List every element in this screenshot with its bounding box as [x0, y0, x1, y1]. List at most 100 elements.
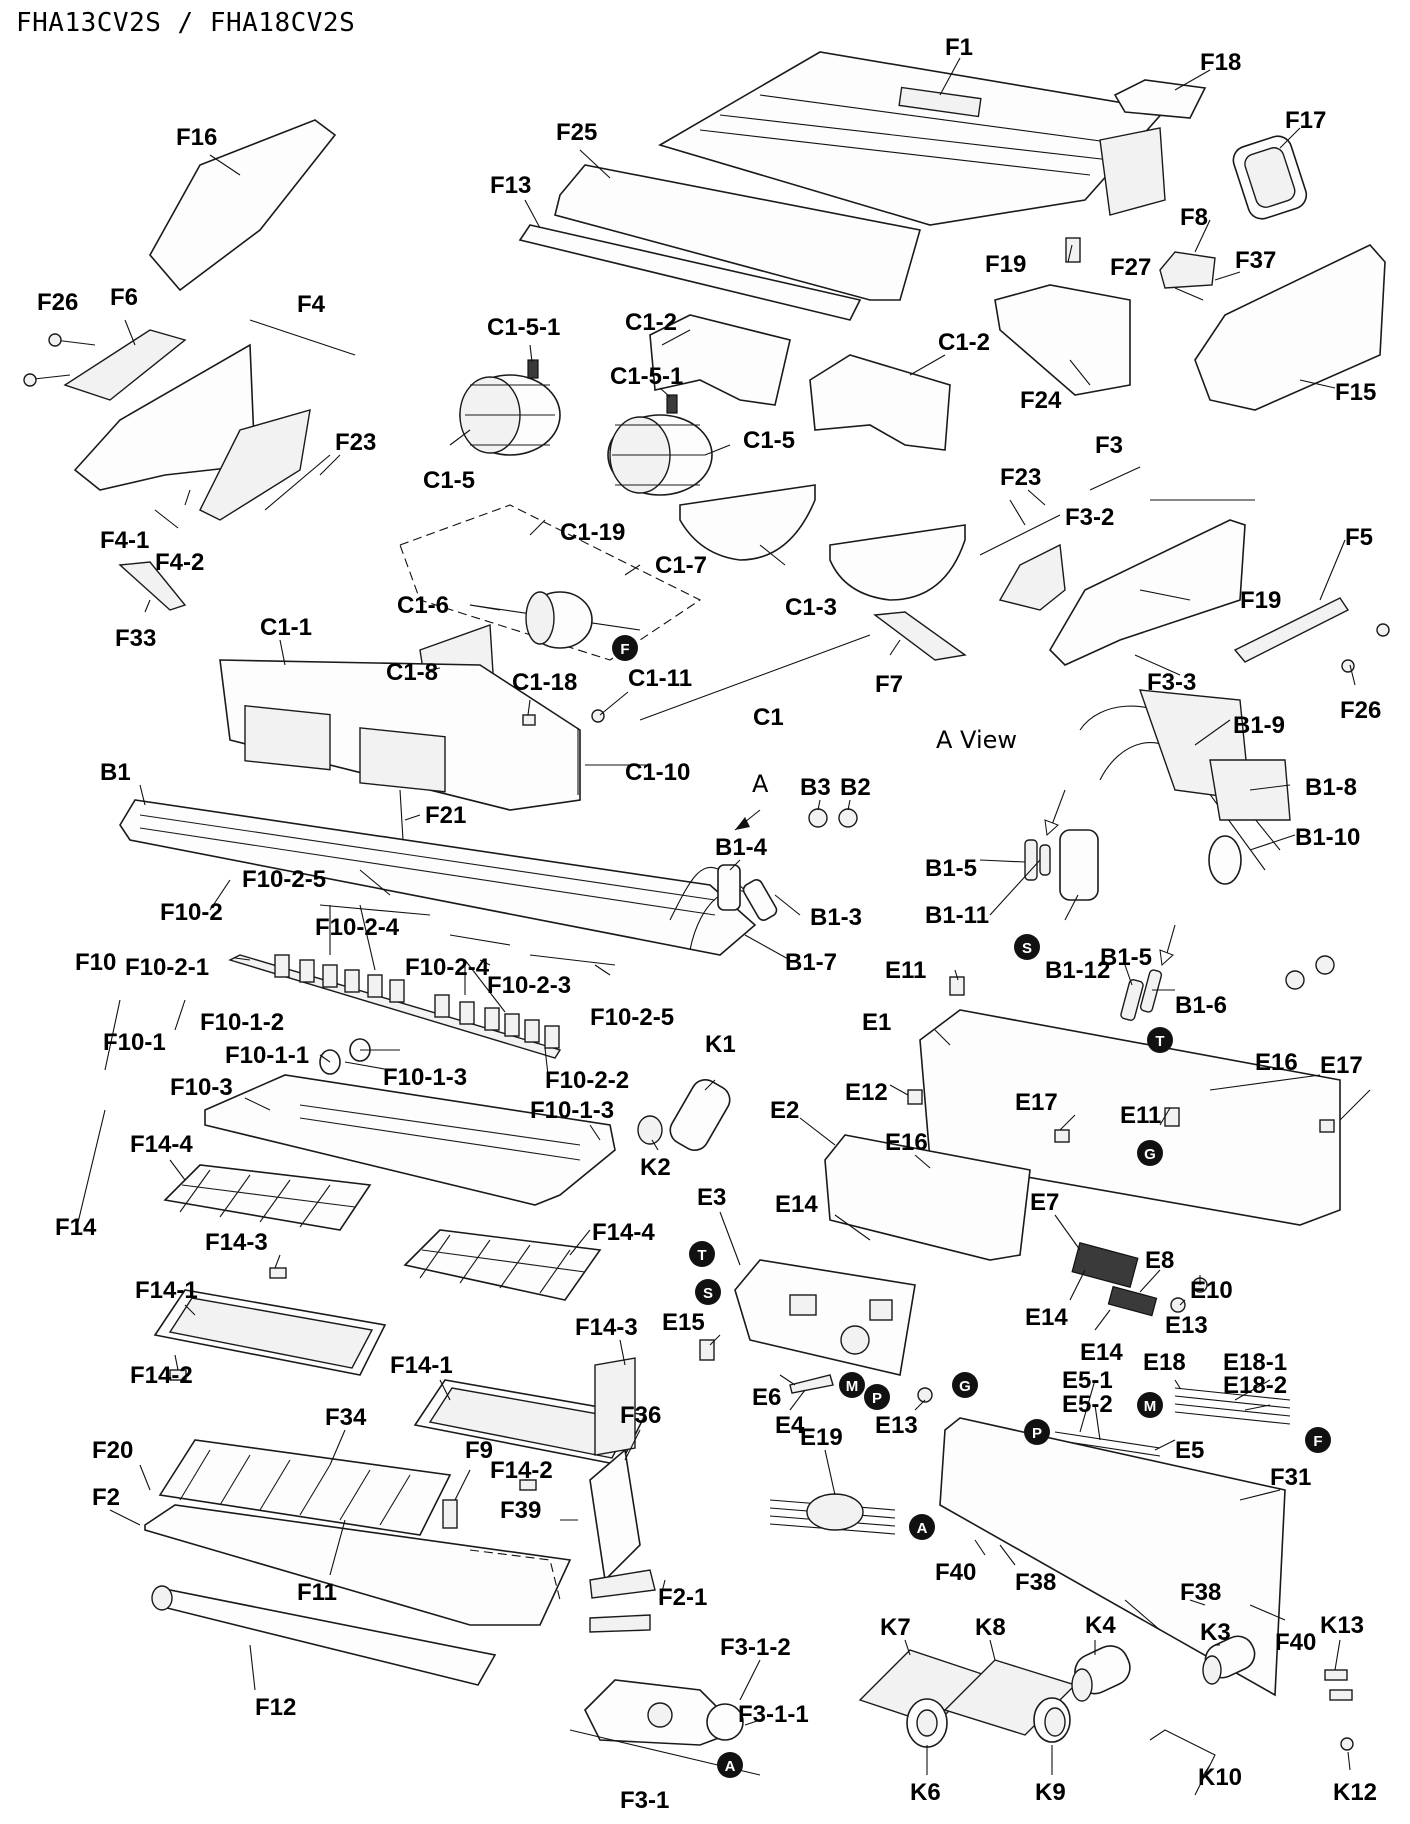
part-f10-2-4-blocks-2 — [434, 994, 560, 1049]
part-label: E13 — [875, 1412, 918, 1439]
part-label: F38 — [1180, 1579, 1221, 1606]
part-k1-insulation — [669, 1079, 731, 1151]
svg-text:A: A — [725, 1758, 736, 1775]
part-label: E18-1 — [1223, 1349, 1287, 1376]
part-label: C1-10 — [625, 759, 690, 786]
part-f24-box — [994, 284, 1131, 396]
part-label: E12 — [845, 1079, 888, 1106]
part-label: C1-5 — [743, 427, 795, 454]
part-label: F14-3 — [575, 1314, 638, 1341]
part-label: F10-1 — [103, 1029, 166, 1056]
part-f7-plate — [873, 611, 967, 661]
motor-assembly-outline — [399, 504, 702, 661]
part-label: F2-1 — [658, 1584, 707, 1611]
part-c1-5-1-spring-right — [666, 394, 678, 414]
marker-badge-p-pcb: P — [864, 1384, 890, 1410]
svg-text:T: T — [1155, 1033, 1164, 1050]
part-c1-6-motor — [469, 591, 641, 649]
part-c1-3-casing-right — [829, 524, 966, 601]
part-label: F14-4 — [130, 1131, 193, 1158]
part-f14-4-filter-right — [403, 1229, 602, 1301]
marker-badge-t-pcb: T — [689, 1241, 715, 1267]
part-c1-18-clip — [522, 714, 536, 726]
part-k6-ring — [906, 1698, 948, 1748]
part-f14-3-clip-left — [269, 1267, 287, 1279]
part-f31-cover-plate — [939, 1417, 1286, 1697]
part-label: F37 — [1235, 247, 1276, 274]
part-label: E19 — [800, 1424, 843, 1451]
part-f10-2-5-strip-2 — [449, 934, 511, 946]
part-label: C1-5-1 — [610, 363, 683, 390]
marker-badge-f-motor: F — [612, 635, 638, 661]
part-label: E2 — [770, 1097, 799, 1124]
part-label: F14-3 — [205, 1229, 268, 1256]
part-k3-insulation — [1202, 1635, 1256, 1685]
part-label: F4-1 — [100, 527, 149, 554]
part-label: F3-1 — [620, 1787, 669, 1814]
marker-badge-a-harness: A — [909, 1514, 935, 1540]
part-label: F10-1-2 — [200, 1009, 284, 1036]
part-f14-1-frame-left — [153, 1289, 387, 1376]
part-label: F4-2 — [155, 549, 204, 576]
part-label: E11 — [1120, 1102, 1161, 1129]
svg-text:G: G — [959, 1378, 971, 1395]
part-label: F20 — [92, 1437, 133, 1464]
part-label: F10-2-3 — [487, 972, 571, 999]
part-e3-pcb — [734, 1259, 916, 1376]
part-label: F14 — [55, 1214, 97, 1241]
part-label: F10-2-5 — [242, 866, 326, 893]
svg-text:S: S — [1022, 940, 1032, 957]
marker-badge-g-box: G — [1137, 1140, 1163, 1166]
part-label: F10-2-4 — [405, 954, 490, 981]
part-f23-rod-left — [264, 454, 331, 511]
part-f2-1-plate — [589, 1614, 651, 1633]
marker-badge-s-pcb: S — [695, 1279, 721, 1305]
marker-badge-f-harness: F — [1305, 1427, 1331, 1453]
part-label: E4 — [775, 1412, 805, 1439]
svg-text:F: F — [1313, 1433, 1322, 1450]
marker-badge-m-pcb: M — [839, 1372, 865, 1398]
part-label: F13 — [490, 172, 531, 199]
part-label: F14-1 — [390, 1352, 453, 1379]
part-label: F10-1-3 — [530, 1097, 614, 1124]
part-c1-1-frame-window-right — [359, 727, 446, 793]
part-label: C1-8 — [386, 659, 438, 686]
part-label: F12 — [255, 1694, 296, 1721]
part-label: F7 — [875, 671, 903, 698]
part-label: B2 — [840, 774, 871, 801]
part-f10-2-4-blocks-1 — [274, 954, 405, 1003]
part-label: B1-6 — [1175, 992, 1227, 1019]
part-label: F10-2-5 — [590, 1004, 674, 1031]
part-label: F27 — [1110, 254, 1151, 281]
part-f15-side-cover — [1194, 244, 1386, 411]
part-label: C1-5-1 — [487, 314, 560, 341]
part-label: E14 — [775, 1191, 818, 1218]
part-k13-clip-upper — [1324, 1669, 1348, 1681]
part-label: F10 — [75, 949, 116, 976]
part-f26-bolt-lower — [1341, 659, 1355, 673]
part-label: K7 — [880, 1614, 911, 1641]
part-label: F17 — [1285, 107, 1326, 134]
part-label: C1-3 — [785, 594, 837, 621]
part-label: F26 — [1340, 697, 1381, 724]
part-label: F3-1-1 — [738, 1701, 809, 1728]
part-label: F14-2 — [490, 1457, 553, 1484]
part-label: B3 — [800, 774, 831, 801]
part-label: C1-5 — [423, 467, 475, 494]
part-c1-5-1-spring-left — [527, 359, 539, 379]
page-title: FHA13CV2S / FHA18CV2S — [16, 8, 356, 38]
part-label: C1-2 — [625, 309, 677, 336]
part-label: E6 — [752, 1384, 781, 1411]
part-label: E5 — [1175, 1437, 1204, 1464]
part-f8-bracket — [1159, 251, 1216, 289]
svg-text:T: T — [697, 1247, 706, 1264]
part-label: F36 — [620, 1402, 661, 1429]
part-label: F10-2-2 — [545, 1067, 629, 1094]
part-label: F8 — [1180, 204, 1208, 231]
part-f17-gasket — [1232, 135, 1308, 220]
part-label: E7 — [1030, 1189, 1059, 1216]
part-f9-plate — [442, 1499, 458, 1529]
part-label: K2 — [640, 1154, 671, 1181]
